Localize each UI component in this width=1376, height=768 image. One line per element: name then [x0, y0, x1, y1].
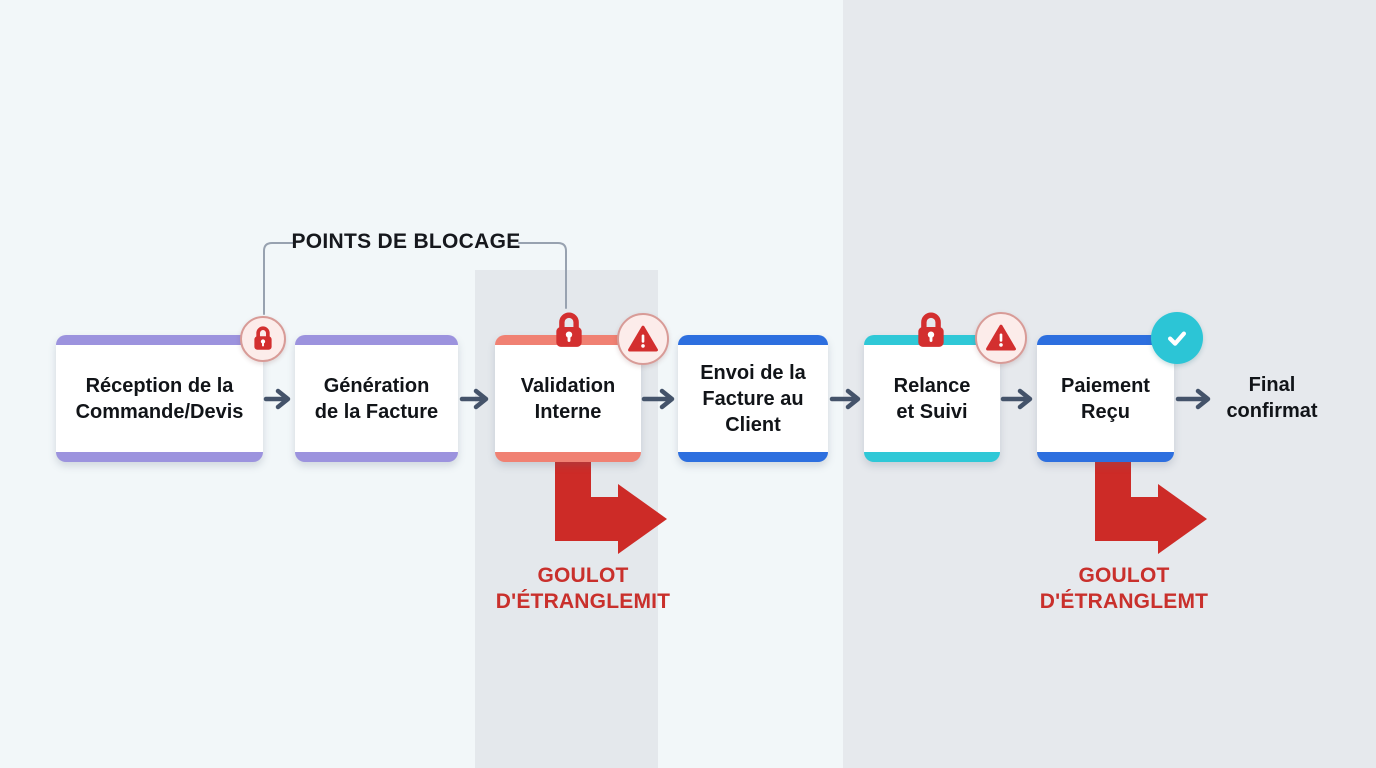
step-relance-suivi: Relance et Suivi [864, 335, 1000, 462]
step-label-line: Envoi de la [700, 361, 806, 384]
step-generation-facture: Génération de la Facture [295, 335, 458, 462]
lock-badge-relance [912, 308, 950, 359]
check-badge-paiement [1151, 312, 1203, 364]
step-envoi-facture-client: Envoi de la Facture au Client [678, 335, 828, 462]
warning-badge-validation [617, 313, 669, 365]
checkmark-icon [1168, 331, 1186, 346]
step-label-line: Génération [323, 374, 430, 397]
step-label-line: Paiement [1061, 374, 1150, 397]
step-reception-commande: Réception de la Commande/Devis [56, 335, 263, 462]
bottleneck-label-validation: GOULOT D'ÉTRANGLEMIT [495, 564, 671, 613]
points-de-blocage-label: POINTS DE BLOCAGE [291, 230, 521, 253]
step-label-line: Validation [520, 374, 616, 397]
step-label-line: et Suivi [896, 400, 968, 423]
lock-badge-validation [550, 308, 588, 359]
step-label-line: Client [725, 413, 781, 436]
lock-icon [556, 312, 582, 347]
final-node-label: Final confirmat [1226, 374, 1318, 422]
step-validation-interne: Validation Interne [495, 335, 641, 462]
step-label-line: Commande/Devis [75, 400, 244, 423]
step-label-line: Réception de la [85, 374, 234, 397]
warning-triangle-icon [628, 325, 658, 352]
step-label-line: Reçu [1081, 400, 1130, 423]
callout-connector-left [263, 242, 294, 315]
step-label-line: Relance [893, 374, 971, 397]
step-label-line: Facture au [702, 387, 804, 410]
lock-circled-badge [240, 316, 286, 362]
step-paiement-recu: Paiement Reçu [1037, 335, 1174, 462]
warning-triangle-icon [986, 324, 1016, 351]
warning-badge-relance [975, 312, 1027, 364]
lock-icon [254, 326, 272, 350]
step-label-line: Interne [534, 400, 602, 423]
lock-icon [918, 312, 944, 347]
bottleneck-label-paiement: GOULOT D'ÉTRANGLEMT [1039, 564, 1209, 613]
step-label-line: de la Facture [314, 400, 439, 423]
